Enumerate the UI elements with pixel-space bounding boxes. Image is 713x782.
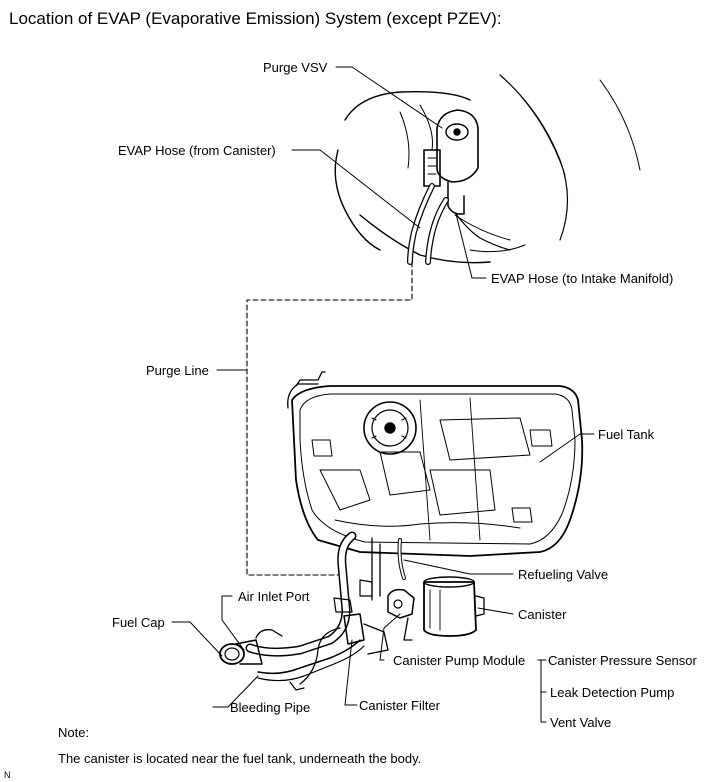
label-canister-pump-module: Canister Pump Module (393, 653, 526, 668)
label-refueling-valve: Refueling Valve (518, 567, 609, 582)
note-heading: Note: (58, 725, 90, 740)
label-canister-filter: Canister Filter (359, 698, 440, 713)
label-canister: Canister (518, 607, 567, 622)
label-evap-hose-from-canister: EVAP Hose (from Canister) (118, 143, 276, 158)
label-fuel-cap: Fuel Cap (112, 615, 165, 630)
label-bleeding-pipe: Bleeding Pipe (230, 700, 311, 715)
engine-compartment-detail (334, 74, 641, 265)
figure-mark: N (4, 770, 11, 780)
leader-lines (171, 66, 595, 723)
label-purge-line: Purge Line (146, 363, 209, 378)
filler-and-canister-assembly (219, 531, 485, 691)
label-fuel-tank: Fuel Tank (598, 427, 655, 442)
label-vent-valve: Vent Valve (550, 715, 612, 730)
fuel-tank-drawing (287, 371, 584, 557)
purge-line-route (246, 261, 413, 576)
label-purge-vsv: Purge VSV (263, 60, 328, 75)
diagram-title: Location of EVAP (Evaporative Emission) … (9, 9, 502, 28)
label-evap-hose-to-intake-manifold: EVAP Hose (to Intake Manifold) (491, 271, 674, 286)
label-leak-detection-pump: Leak Detection Pump (550, 685, 675, 700)
label-canister-pressure-sensor: Canister Pressure Sensor (548, 653, 697, 668)
label-air-inlet-port: Air Inlet Port (238, 589, 310, 604)
note-text: The canister is located near the fuel ta… (58, 751, 422, 766)
